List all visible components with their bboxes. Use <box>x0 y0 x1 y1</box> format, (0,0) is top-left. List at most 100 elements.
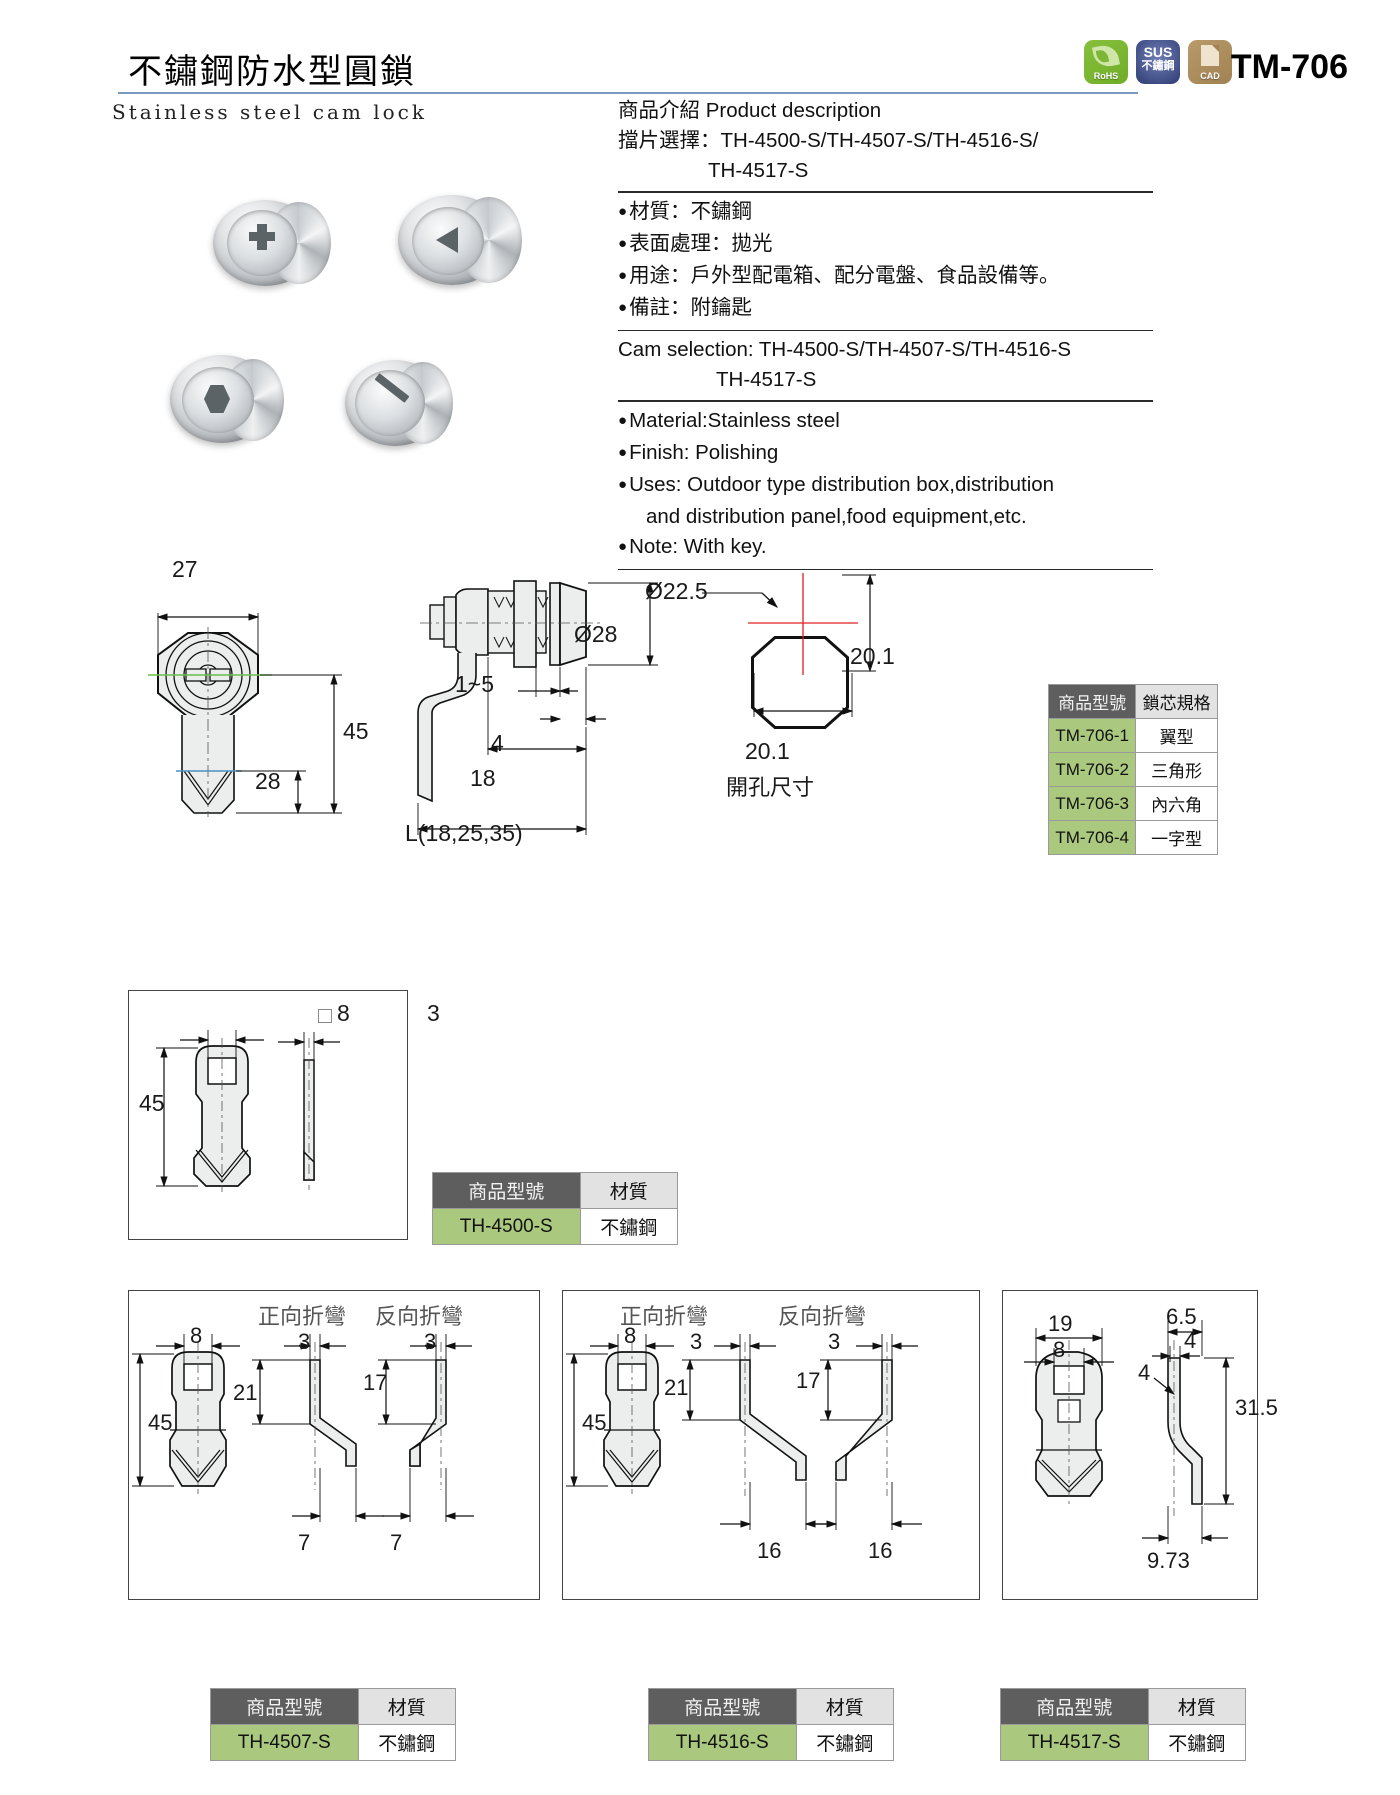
bullet-finish-cn: 表面處理：拋光 <box>618 229 1158 261</box>
dim-side-diameter: Ø28 <box>574 621 618 647</box>
dim-4500-square: 8 <box>337 1000 350 1026</box>
triangle-keyway-icon <box>436 227 458 253</box>
cam-4507-drawing <box>132 1334 474 1522</box>
table-row: TM-706-1 翼型 <box>1047 718 1218 753</box>
label-4516-reverse-bend: 反向折彎 <box>778 1304 867 1329</box>
label-4516-forward-bend: 正向折彎 <box>620 1304 709 1329</box>
dimension-drawings <box>148 573 876 835</box>
cad-badge-label: CAD <box>1200 71 1220 81</box>
bullet-uses-cn: 用途：戶外型配電箱、配分電盤、食品設備等。 <box>618 261 1158 293</box>
cam-selection-cn-line1: TH-4500-S/TH-4507-S/TH-4516-S/ <box>720 129 1039 152</box>
product-photos <box>150 170 570 500</box>
table-4507-header-model: 商品型號 <box>210 1688 359 1725</box>
cam-4516-table: 商品型號 材質 TH-4516-S 不鏽鋼 <box>648 1688 894 1761</box>
dim-front-width: 27 <box>172 556 198 582</box>
dim-4507-b-fwd: 7 <box>298 1530 311 1555</box>
dim-4507-square: 8 <box>190 1323 203 1348</box>
main-table-model-3: TM-706-3 <box>1047 786 1137 821</box>
table-row: TM-706-3 內六角 <box>1047 786 1218 821</box>
dim-4516-square: 8 <box>624 1323 637 1348</box>
table-row: TH-4507-S 不鏽鋼 <box>210 1724 456 1761</box>
table-4517-header-model: 商品型號 <box>1000 1688 1149 1725</box>
table-4516-model: TH-4516-S <box>648 1724 797 1761</box>
description-divider-2 <box>618 329 1153 331</box>
page-header: 不鏽鋼防水型圓鎖 Stainless steel cam lock RoHS S… <box>0 0 1400 124</box>
dim-side-18: 18 <box>470 765 496 791</box>
dim-cutout-width: 20.1 <box>745 738 790 764</box>
dim-panel-thickness: 1~5 <box>455 671 495 697</box>
cam-4500-panel <box>128 990 408 1240</box>
table-4507-material: 不鏽鋼 <box>357 1724 456 1761</box>
table-4507-header-material: 材質 <box>357 1688 456 1725</box>
main-table-model-2: TM-706-2 <box>1047 752 1137 787</box>
cam-4500-table: 商品型號 材質 TH-4500-S 不鏽鋼 <box>432 1172 678 1245</box>
table-row: TM-706-4 一字型 <box>1047 820 1218 855</box>
model-number: TM-706 <box>1230 48 1348 86</box>
cam-4516-drawing <box>566 1334 922 1530</box>
dim-4516-t-fwd: 3 <box>690 1329 703 1354</box>
description-heading: 商品介紹 Product description <box>618 99 882 122</box>
table-row: TH-4500-S 不鏽鋼 <box>432 1208 678 1245</box>
sus-badge-label-bottom: 不鏽鋼 <box>1141 60 1175 72</box>
bullet-uses-en: Uses: Outdoor type distribution box,dist… <box>618 470 1158 502</box>
dim-4517-973: 9.73 <box>1147 1548 1190 1573</box>
cam-selection-en-line2: TH-4517-S <box>716 368 817 391</box>
table-4516-material: 不鏽鋼 <box>795 1724 894 1761</box>
bullet-finish-en: Finish: Polishing <box>618 438 1158 470</box>
dim-4516-b-fwd: 16 <box>757 1538 782 1563</box>
dim-4507-17: 17 <box>363 1370 388 1395</box>
dim-cutout-height: 20.1 <box>850 643 895 669</box>
table-row: TH-4517-S 不鏽鋼 <box>1000 1724 1246 1761</box>
table-4516-header-material: 材質 <box>795 1688 894 1725</box>
dim-4507-length: 45 <box>148 1410 173 1435</box>
main-table-header-model: 商品型號 <box>1047 684 1137 719</box>
dim-front-cam-height: 28 <box>255 768 281 794</box>
rohs-badge: RoHS <box>1084 40 1128 84</box>
table-4500-model: TH-4500-S <box>432 1208 581 1245</box>
main-table-spec-2: 三角形 <box>1135 752 1218 787</box>
table-row: TH-4516-S 不鏽鋼 <box>648 1724 894 1761</box>
cam-4517-drawing <box>1024 1320 1234 1544</box>
cam-selection-cn-line2: TH-4517-S <box>708 159 809 182</box>
main-table-spec-3: 內六角 <box>1135 786 1218 821</box>
dim-4517-8: 8 <box>1053 1337 1066 1362</box>
bullet-material-en: Material:Stainless steel <box>618 406 1158 438</box>
main-table-model-4: TM-706-4 <box>1047 820 1137 855</box>
dim-4507-t-fwd: 3 <box>298 1329 311 1354</box>
dim-cutout-diameter: Ø22.5 <box>645 578 708 604</box>
certification-badges: RoHS SUS 不鏽鋼 CAD <box>1084 40 1232 84</box>
table-4500-header-material: 材質 <box>579 1172 678 1209</box>
bullet-material-cn: 材質：不鏽鋼 <box>618 197 1158 229</box>
description-divider-4 <box>618 568 1153 570</box>
table-4516-header-model: 商品型號 <box>648 1688 797 1725</box>
description-divider-3 <box>618 400 1153 402</box>
dim-side-length: L(18,25,35) <box>405 820 523 846</box>
sus-badge-label-top: SUS <box>1143 44 1173 60</box>
label-4507-forward-bend: 正向折彎 <box>258 1304 347 1329</box>
table-4517-header-material: 材質 <box>1147 1688 1246 1725</box>
document-icon <box>1201 45 1219 66</box>
table-row: TM-706-2 三角形 <box>1047 752 1218 787</box>
lock-photo-hex <box>160 345 300 455</box>
table-4517-model: TH-4517-S <box>1000 1724 1149 1761</box>
dim-4500-length: 45 <box>139 1090 165 1116</box>
leaf-icon <box>1091 42 1121 70</box>
dim-4507-21: 21 <box>233 1380 258 1405</box>
main-table-spec-4: 一字型 <box>1135 820 1218 855</box>
table-4507-model: TH-4507-S <box>210 1724 359 1761</box>
dim-4517-65: 6.5 <box>1166 1304 1197 1329</box>
lock-photo-slot <box>335 348 475 458</box>
dim-4516-length: 45 <box>582 1410 607 1435</box>
dim-4517-315: 31.5 <box>1235 1395 1278 1420</box>
bullet-note-cn: 備註：附鑰匙 <box>618 293 1158 325</box>
dim-4507-t-rev: 3 <box>424 1329 437 1354</box>
table-4500-header-model: 商品型號 <box>432 1172 581 1209</box>
description-divider-1 <box>618 191 1153 193</box>
rohs-badge-label: RoHS <box>1093 71 1119 81</box>
main-table-spec-1: 翼型 <box>1135 718 1218 753</box>
bullet-note-en: Note: With key. <box>618 532 1158 564</box>
dim-side-4: 4 <box>491 730 504 756</box>
bullet-uses-en-cont: and distribution panel,food equipment,et… <box>646 504 1027 528</box>
dim-4517-19: 19 <box>1048 1311 1073 1336</box>
table-4500-material: 不鏽鋼 <box>579 1208 678 1245</box>
